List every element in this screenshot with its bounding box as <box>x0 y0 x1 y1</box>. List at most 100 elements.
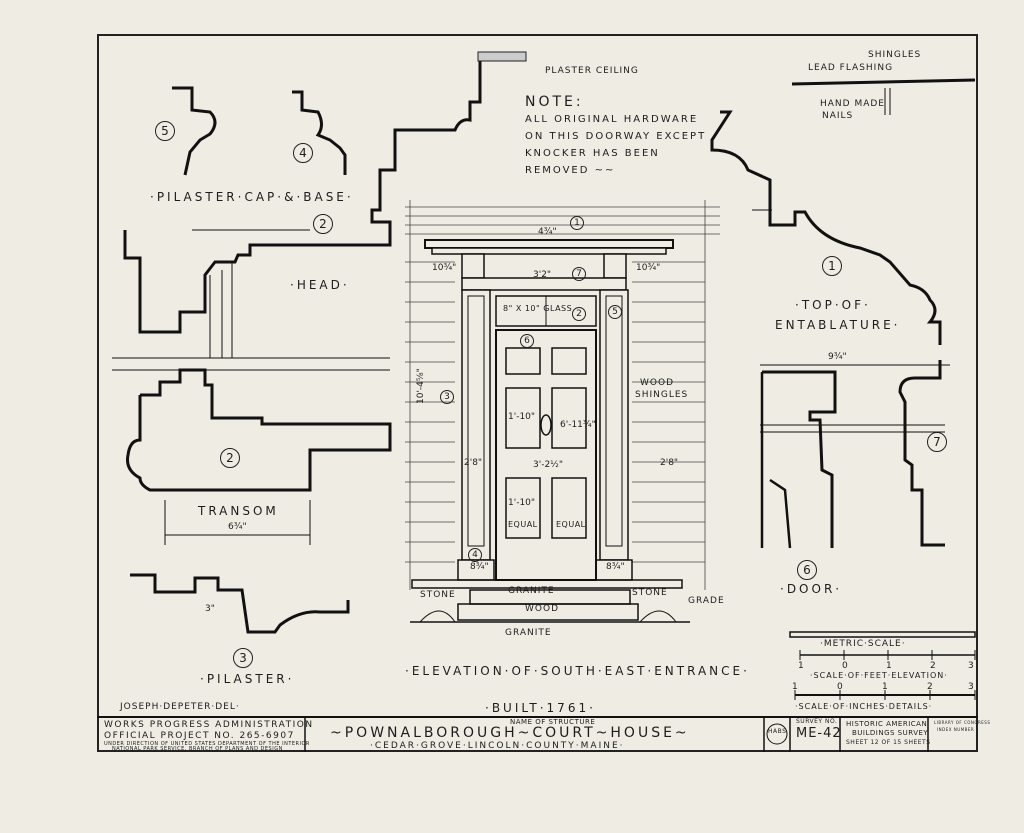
label-grade: GRADE <box>688 596 725 606</box>
note-line-2: ON THIS DOORWAY EXCEPT <box>525 131 707 142</box>
dim-4-3-4: 4¾" <box>538 227 557 237</box>
dim-8-3-4-left: 8¾" <box>470 562 489 572</box>
clapboard-siding <box>405 200 720 590</box>
inches-scale-label: ·SCALE·OF·INCHES·DETAILS· <box>795 702 933 711</box>
dim-8-3-4-right: 8¾" <box>606 562 625 572</box>
label-equal-1: EQUAL <box>508 520 538 529</box>
loc-line-1: LIBRARY OF CONGRESS <box>934 720 991 725</box>
dim-2-8-left: 2'8" <box>464 458 483 468</box>
wpa-line-3: UNDER DIRECTION OF UNITED STATES DEPARTM… <box>104 741 310 747</box>
label-plaster-ceiling: PLASTER CEILING <box>545 66 639 76</box>
dim-10-4-5: 10'-4⅝" <box>416 368 426 404</box>
entablature-profile <box>710 110 942 345</box>
feet-tick-3: 2 <box>927 682 933 692</box>
label-wood: WOOD <box>640 378 674 388</box>
label-equal-2: EQUAL <box>556 520 586 529</box>
wpa-line-4: NATIONAL PARK SERVICE, BRANCH OF PLANS A… <box>112 746 283 752</box>
dim-1-10-lower: 1'-10" <box>508 498 536 508</box>
habs-seal-text: HABS <box>768 728 787 735</box>
feet-tick-1: 0 <box>837 682 843 692</box>
label-glass: 8" x 10" GLASS <box>503 304 573 313</box>
profile-4-base <box>292 90 347 175</box>
label-door: ·DOOR· <box>780 582 843 596</box>
structure-location: ·CEDAR·GROVE·LINCOLN·COUNTY·MAINE· <box>370 741 625 751</box>
label-hand-made: HAND MADE <box>820 99 885 109</box>
callout-2-transom: 2 <box>220 448 240 468</box>
habs-seal <box>766 723 788 745</box>
pilaster-profile <box>130 573 350 634</box>
label-wood-step: WOOD <box>525 604 559 614</box>
metric-tick-3: 2 <box>930 661 936 671</box>
callout-7: 7 <box>927 432 947 452</box>
feet-tick-0: 1 <box>792 682 798 692</box>
dim-10-3-4-right: 10¾" <box>636 263 661 273</box>
feet-scale-label: ·SCALE·OF·FEET·ELEVATION· <box>810 671 948 680</box>
profile-7 <box>898 360 945 547</box>
label-pilaster-cap-base: ·PILASTER·CAP·&·BASE· <box>150 190 354 204</box>
metric-tick-4: 3 <box>968 661 974 671</box>
callout-3-elev: 3 <box>440 390 454 404</box>
callout-5-elev: 5 <box>608 305 622 319</box>
knocker <box>540 414 552 436</box>
label-granite-bottom: GRANITE <box>505 628 552 638</box>
metric-tick-1: 0 <box>842 661 848 671</box>
label-nails: NAILS <box>822 111 854 121</box>
metric-tick-2: 1 <box>886 661 892 671</box>
label-stone-right: STONE <box>632 588 668 598</box>
callout-5: 5 <box>155 121 175 141</box>
callout-2-elev: 2 <box>572 307 586 321</box>
callout-3: 3 <box>233 648 253 668</box>
label-top-of: ·TOP·OF· <box>795 298 871 312</box>
label-shingles: SHINGLES <box>868 50 922 60</box>
label-pilaster: ·PILASTER· <box>200 672 295 686</box>
wpa-line-2: OFFICIAL PROJECT NO. 265-6907 <box>104 731 295 741</box>
survey-no-label: SURVEY NO. <box>796 718 838 725</box>
head-profile <box>123 230 380 334</box>
habs-line-1: HISTORIC AMERICAN <box>846 720 928 728</box>
callout-2-head: 2 <box>313 214 333 234</box>
head-upper-profile <box>370 58 525 247</box>
profile-5-cap <box>172 86 217 176</box>
callout-4: 4 <box>293 143 313 163</box>
dim-6-3-4: 6¾" <box>228 522 247 532</box>
note-heading: NOTE: <box>525 94 584 110</box>
metric-scale-label: ·METRIC·SCALE· <box>820 639 906 649</box>
structure-name: ~POWNALBOROUGH~COURT~HOUSE~ <box>330 725 690 741</box>
callout-1-elev: 1 <box>570 216 584 230</box>
note-line-4: REMOVED ~~ <box>525 165 616 176</box>
label-stone-left: STONE <box>420 590 456 600</box>
dim-9-3-4: 9¾" <box>828 352 847 362</box>
dim-3-2: 3'2" <box>533 270 552 280</box>
plaster-ceiling-block <box>477 51 527 62</box>
loc-line-2: INDEX NUMBER <box>937 727 975 732</box>
delineator: JOSEPH·DEPETER·DEL· <box>120 702 240 712</box>
sheet-number: SHEET 12 OF 15 SHEETS <box>846 739 931 746</box>
door-section-profile <box>762 370 837 548</box>
drawing-sheet-border <box>97 34 978 752</box>
metric-tick-0: 1 <box>798 661 804 671</box>
callout-6: 6 <box>797 560 817 580</box>
note-line-3: KNOCKER HAS BEEN <box>525 148 660 159</box>
label-lead-flashing: LEAD FLASHING <box>808 63 894 73</box>
label-granite-top: GRANITE <box>508 586 555 596</box>
callout-7-elev: 7 <box>572 267 586 281</box>
name-of-structure-label: NAME OF STRUCTURE <box>510 718 596 726</box>
label-elevation: ·ELEVATION·OF·SOUTH·EAST·ENTRANCE· <box>405 664 750 678</box>
dim-2-8-right: 2'8" <box>660 458 679 468</box>
dim-3-2-5: 3'-2½" <box>533 460 564 470</box>
survey-number: ME-42 <box>796 726 842 741</box>
transom-profile <box>126 368 392 492</box>
dim-3in: 3" <box>205 604 215 614</box>
label-head: ·HEAD· <box>290 278 350 292</box>
callout-1: 1 <box>822 256 842 276</box>
dim-1-10-upper: 1'-10" <box>508 412 536 422</box>
label-transom: TRANSOM <box>198 504 279 518</box>
label-entablature: ENTABLATURE· <box>775 318 901 332</box>
label-built: ·BUILT·1761· <box>485 701 596 715</box>
note-line-1: ALL ORIGINAL HARDWARE <box>525 114 699 125</box>
dim-6-11: 6'-11¾" <box>560 420 596 430</box>
wpa-line-1: WORKS PROGRESS ADMINISTRATION <box>104 720 314 730</box>
dim-10-3-4-left: 10¾" <box>432 263 457 273</box>
callout-4-elev: 4 <box>468 548 482 562</box>
